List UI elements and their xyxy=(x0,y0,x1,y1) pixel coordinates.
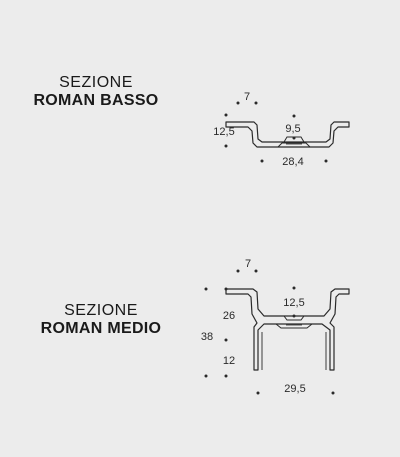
inner-detail xyxy=(264,315,324,321)
section-label: SEZIONE xyxy=(64,302,138,319)
profile-roman-medio xyxy=(225,288,350,371)
dim-dot xyxy=(204,287,208,291)
dim-dot xyxy=(224,113,228,117)
dim-dot xyxy=(224,338,228,342)
outer-profile xyxy=(225,121,350,148)
dim-height: 12,5 xyxy=(213,126,234,138)
section-label: SEZIONE xyxy=(59,74,133,91)
dim-dot xyxy=(292,314,296,318)
dim-dot xyxy=(324,159,328,163)
dim-leg: 12 xyxy=(223,355,235,367)
dim-body: 26 xyxy=(223,310,235,322)
section-title-roman-medio: SEZIONE ROMAN MEDIO xyxy=(26,302,176,338)
dim-dot xyxy=(331,391,335,395)
dim-dot xyxy=(292,286,296,290)
dim-rim: 7 xyxy=(245,258,251,270)
dim-dot xyxy=(236,101,240,105)
dim-dot xyxy=(256,391,260,395)
dim-dot xyxy=(260,159,264,163)
dim-dot xyxy=(254,269,258,273)
dim-dot xyxy=(254,101,258,105)
dim-dot xyxy=(224,287,228,291)
dim-dot xyxy=(292,136,296,140)
dims-roman-basso: 7 12,5 9,5 28,4 xyxy=(213,91,328,168)
dim-dot xyxy=(236,269,240,273)
inner-foot xyxy=(275,323,313,329)
dim-dot xyxy=(224,144,228,148)
dims-roman-medio: 7 12,5 26 38 12 29,5 xyxy=(201,258,335,395)
dim-outer: 28,4 xyxy=(282,156,303,168)
inner-foot xyxy=(277,142,311,148)
section-name: ROMAN BASSO xyxy=(33,92,159,109)
dim-dot xyxy=(204,374,208,378)
dim-outer: 29,5 xyxy=(284,383,305,395)
dim-dot xyxy=(292,114,296,118)
section-name: ROMAN MEDIO xyxy=(40,320,162,337)
dim-inner: 9,5 xyxy=(285,123,300,135)
dim-inner: 12,5 xyxy=(283,297,304,309)
dim-rim: 7 xyxy=(244,91,250,103)
dim-dot xyxy=(224,374,228,378)
section-title-roman-basso: SEZIONE ROMAN BASSO xyxy=(21,74,171,110)
dim-total: 38 xyxy=(201,331,213,343)
